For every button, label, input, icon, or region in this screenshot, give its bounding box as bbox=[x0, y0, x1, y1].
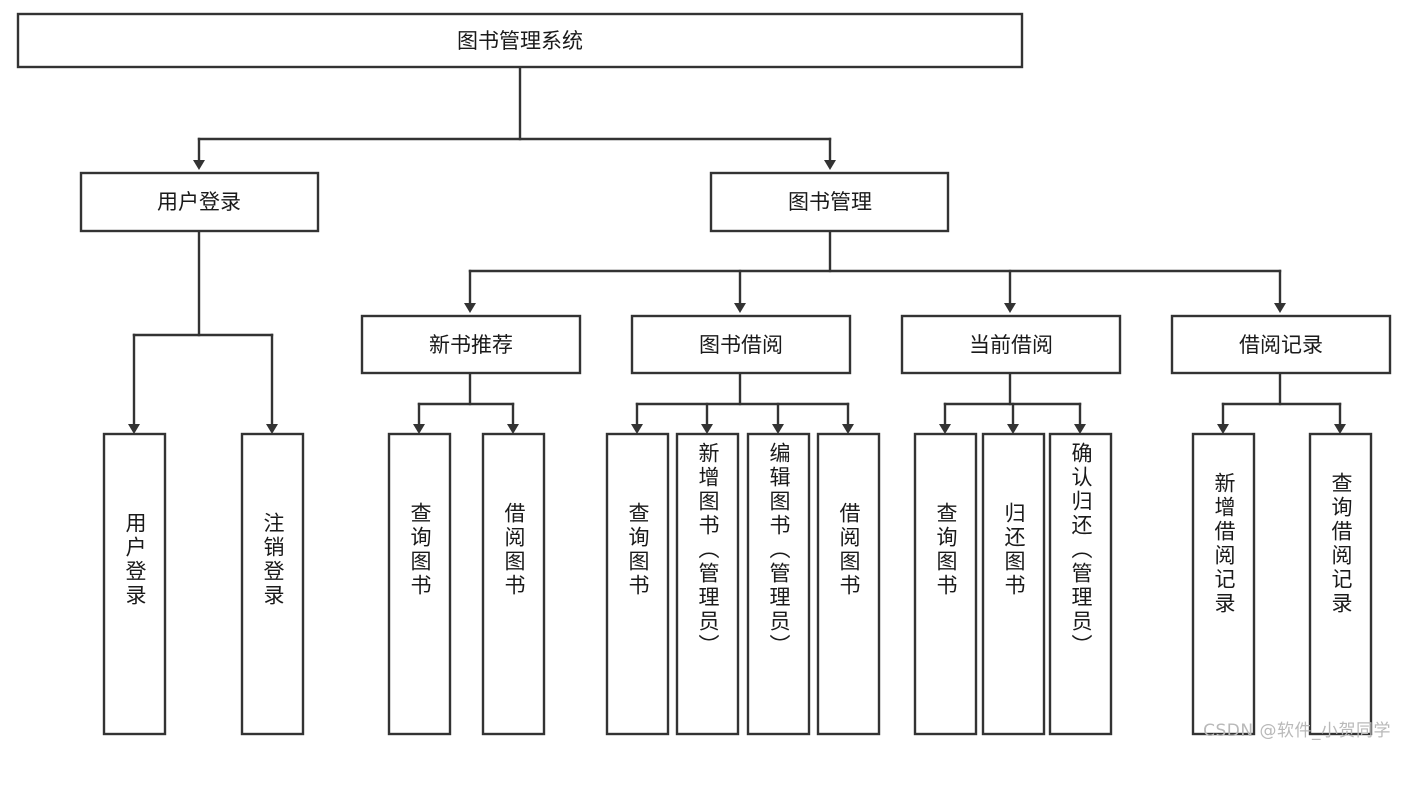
leaf-user-logout-box[interactable] bbox=[240, 432, 305, 736]
node-book-borrow-box[interactable] bbox=[630, 314, 852, 375]
connectors bbox=[128, 65, 1346, 434]
node-new-book-recommend[interactable]: 新书推荐 bbox=[360, 314, 582, 375]
leaf-confirm-return-box[interactable] bbox=[1048, 432, 1113, 736]
watermark: CSDN @软件_小贺同学 bbox=[1203, 721, 1391, 741]
leaf-borrow-book-2-box[interactable] bbox=[816, 432, 881, 736]
leaf-query-book-1-box[interactable] bbox=[387, 432, 452, 736]
leaf-user-login-box[interactable] bbox=[102, 432, 167, 736]
node-book-manage-box[interactable] bbox=[709, 171, 950, 233]
node-new-book-recommend-box[interactable] bbox=[360, 314, 582, 375]
node-user-login[interactable]: 用户登录 bbox=[79, 171, 320, 233]
node-current-borrow-label: 当前借阅 bbox=[969, 333, 1053, 357]
node-book-manage[interactable]: 图书管理 bbox=[709, 171, 950, 233]
leaf-boxes bbox=[102, 432, 1373, 736]
node-book-borrow[interactable]: 图书借阅 bbox=[630, 314, 852, 375]
leaf-edit-book-box[interactable] bbox=[746, 432, 811, 736]
flowchart-svg: 图书管理系统 用户登录 图书管理 新书推荐 图书借阅 当前借阅 借阅记录 bbox=[16, 12, 1392, 736]
node-user-login-box[interactable] bbox=[79, 171, 320, 233]
flowchart-canvas: 图书管理系统 用户登录 图书管理 新书推荐 图书借阅 当前借阅 借阅记录 bbox=[16, 12, 1392, 741]
leaf-add-record-box[interactable] bbox=[1191, 432, 1256, 736]
node-root[interactable]: 图书管理系统 bbox=[16, 12, 1024, 69]
node-current-borrow[interactable]: 当前借阅 bbox=[900, 314, 1122, 375]
leaf-return-book-box[interactable] bbox=[981, 432, 1046, 736]
node-borrow-record[interactable]: 借阅记录 bbox=[1170, 314, 1392, 375]
node-root-box[interactable] bbox=[16, 12, 1024, 69]
leaf-query-record-box[interactable] bbox=[1308, 432, 1373, 736]
leaf-query-book-2-box[interactable] bbox=[605, 432, 670, 736]
node-book-manage-label: 图书管理 bbox=[788, 190, 872, 214]
leaf-add-book-box[interactable] bbox=[675, 432, 740, 736]
leaf-query-book-3-box[interactable] bbox=[913, 432, 978, 736]
node-root-label: 图书管理系统 bbox=[457, 29, 583, 53]
leaf-borrow-book-1-box[interactable] bbox=[481, 432, 546, 736]
node-user-login-label: 用户登录 bbox=[157, 190, 241, 214]
node-book-borrow-label: 图书借阅 bbox=[699, 333, 783, 357]
node-new-book-recommend-label: 新书推荐 bbox=[429, 333, 513, 357]
node-current-borrow-box[interactable] bbox=[900, 314, 1122, 375]
node-borrow-record-box[interactable] bbox=[1170, 314, 1392, 375]
node-borrow-record-label: 借阅记录 bbox=[1239, 333, 1323, 357]
